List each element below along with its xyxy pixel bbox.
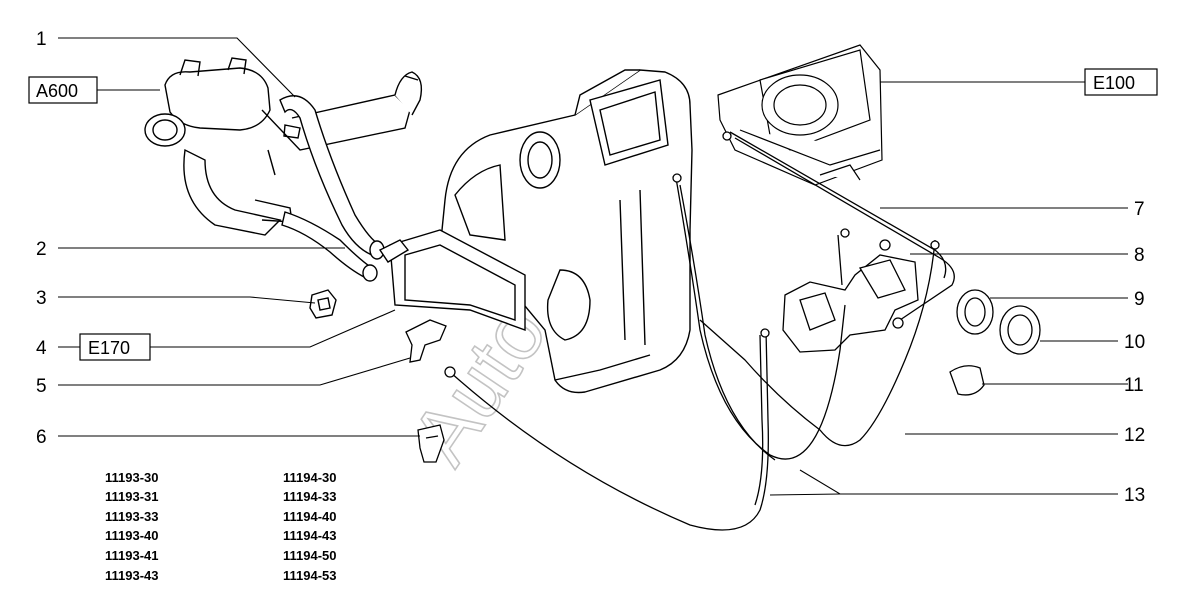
ref-box-e100: E100 xyxy=(1084,68,1158,96)
model-code: 11193-41 xyxy=(105,548,159,563)
ref-label-e100: E100 xyxy=(1093,73,1135,93)
callout-7: 7 xyxy=(1134,199,1145,220)
model-code: 11193-33 xyxy=(105,509,159,524)
control-cables xyxy=(444,131,955,531)
callout-1: 1 xyxy=(36,29,47,50)
model-code: 11193-31 xyxy=(105,489,159,504)
model-codes-col1: 11193-30 11193-31 11193-33 11193-40 1119… xyxy=(105,470,159,583)
blower-unit xyxy=(717,44,883,186)
callout-10: 10 xyxy=(1124,332,1145,353)
ref-box-e170: E170 xyxy=(79,333,151,361)
leader-lines xyxy=(58,37,1128,496)
callout-2: 2 xyxy=(36,239,47,260)
model-code: 11193-40 xyxy=(105,528,159,543)
model-code: 11194-33 xyxy=(283,489,337,504)
model-code: 11193-30 xyxy=(105,470,159,485)
ref-label-e170: E170 xyxy=(88,338,130,358)
callout-12: 12 xyxy=(1124,425,1145,446)
callout-9: 9 xyxy=(1134,289,1145,310)
callout-4: 4 xyxy=(36,338,47,359)
model-codes-col2: 11194-30 11194-33 11194-40 11194-43 1119… xyxy=(283,470,337,583)
model-code: 11194-40 xyxy=(283,509,337,524)
control-unit xyxy=(782,228,919,353)
model-code: 11194-30 xyxy=(283,470,337,485)
small-parts xyxy=(405,319,447,463)
model-code: 11194-50 xyxy=(283,548,337,563)
heater-housing xyxy=(378,69,693,394)
callout-11: 11 xyxy=(1124,375,1144,396)
ref-label-a600: A600 xyxy=(36,81,78,101)
coolant-hoses xyxy=(279,95,385,282)
callouts-left: 1 2 3 4 5 6 xyxy=(36,29,47,448)
heater-pipe-assembly xyxy=(144,57,423,236)
model-code: 11194-43 xyxy=(283,528,337,543)
ref-box-a600: A600 xyxy=(28,76,98,104)
control-knobs xyxy=(949,289,1041,396)
callout-13: 13 xyxy=(1124,485,1145,506)
callout-5: 5 xyxy=(36,376,47,397)
callout-8: 8 xyxy=(1134,245,1145,266)
model-code: 11194-53 xyxy=(283,568,337,583)
model-code: 11193-43 xyxy=(105,568,159,583)
callouts-right: 7 8 9 10 11 12 13 xyxy=(1124,199,1145,506)
callout-3: 3 xyxy=(36,288,47,309)
hose-clamp xyxy=(309,289,337,319)
callout-6: 6 xyxy=(36,427,47,448)
